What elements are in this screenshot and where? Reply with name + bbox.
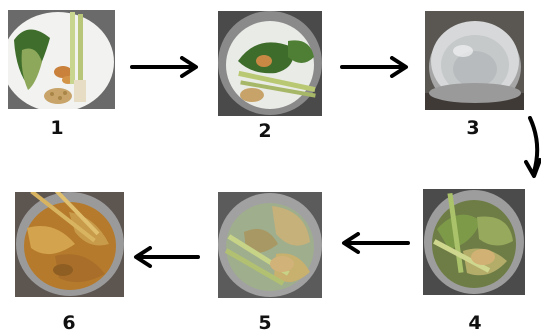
step-4-number: 4	[468, 312, 482, 334]
step-2-photo	[218, 11, 322, 116]
step-3-photo	[425, 11, 524, 110]
step-1-photo	[8, 10, 115, 109]
step-2-number: 2	[258, 120, 272, 142]
step-5-number: 5	[258, 312, 272, 334]
step-4-photo	[423, 189, 525, 295]
arrow-right-icon	[130, 56, 200, 78]
arrow-left-icon	[338, 232, 410, 254]
step-6-photo	[15, 192, 124, 297]
arrow-curved-down-icon	[524, 116, 541, 182]
step-3-number: 3	[466, 117, 480, 139]
arrow-left-icon	[130, 246, 200, 268]
step-1-number: 1	[50, 117, 64, 139]
step-5-photo	[218, 192, 322, 298]
arrow-right-icon	[340, 56, 410, 78]
step-6-number: 6	[62, 312, 76, 334]
